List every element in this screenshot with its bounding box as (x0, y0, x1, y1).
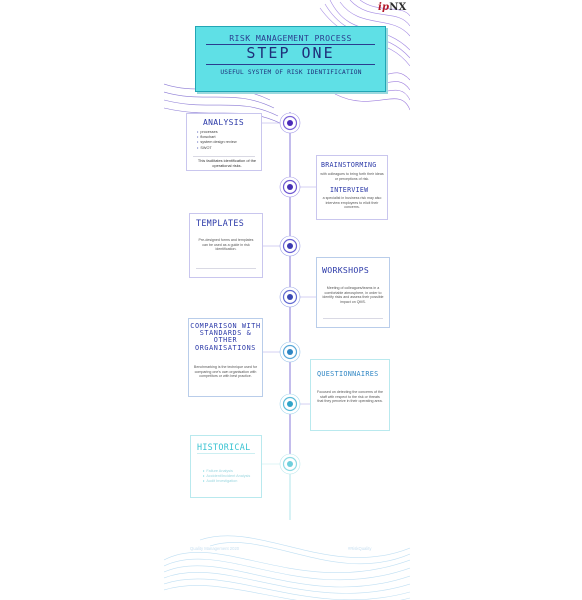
timeline-node (279, 112, 301, 134)
workshops-title: WORKSHOPS (322, 265, 370, 275)
logo-suffix: NX (389, 2, 407, 13)
logo-prefix: ip (378, 2, 390, 13)
list-item: processes (197, 130, 237, 135)
timeline-node (279, 341, 301, 363)
header-subtitle: USEFUL SYSTEM OF RISK IDENTIFICATION (220, 69, 362, 76)
templates-text: Pre-designed forms and templates can be … (198, 238, 254, 252)
list-item: flowchart (197, 135, 237, 140)
questionnaires-title: QUESTIONNAIRES (317, 370, 379, 378)
header-rule (206, 64, 375, 65)
divider (197, 453, 255, 454)
analysis-title: ANALYSIS (203, 118, 244, 127)
timeline-node (279, 235, 301, 257)
list-item: Failure Analysis (203, 469, 250, 474)
analysis-card: ANALYSIS processes flowchart system desi… (186, 113, 262, 171)
header-title: RISK MANAGEMENT PROCESS (229, 33, 352, 43)
header-rule (206, 44, 375, 45)
comparison-card: COMPARISON WITH STANDARDS & OTHER ORGANI… (188, 318, 263, 397)
brainstorming-title: BRAINSTORMING (321, 161, 377, 169)
header-step: STEP ONE (246, 44, 335, 62)
divider (193, 156, 255, 157)
interview-text: a specialist in business risk may also i… (322, 196, 382, 210)
timeline-node (279, 286, 301, 308)
list-item: system design review (197, 140, 236, 145)
header-banner: RISK MANAGEMENT PROCESS STEP ONE USEFUL … (195, 26, 386, 92)
workshops-card: WORKSHOPS Meeting of colleagues/teams in… (316, 257, 390, 328)
footer-right: #RiskQuality (348, 546, 372, 551)
comparison-text: Benchmarking is the technique used for c… (193, 365, 258, 379)
divider (196, 268, 256, 269)
templates-card: TEMPLATES Pre-designed forms and templat… (189, 213, 263, 278)
timeline-node (279, 393, 301, 415)
historical-title: HISTORICAL (197, 442, 251, 452)
analysis-list: processes flowchart system design review… (197, 130, 237, 151)
brand-logo: ipNX (378, 2, 407, 13)
brainstorming-text: with colleagues to bring forth their ide… (320, 172, 384, 181)
brainstorming-card: BRAINSTORMING with colleagues to bring f… (316, 155, 388, 220)
timeline-node (279, 176, 301, 198)
workshops-text: Meeting of colleagues/teams in a comfort… (322, 286, 384, 304)
footer-left: Quality Management 2020 (190, 546, 240, 551)
timeline-node (279, 453, 301, 475)
list-item: SWOT (197, 146, 237, 151)
analysis-note: This facilitates identification of the o… (197, 158, 257, 168)
historical-list: Failure Analysis Accident/Incident Analy… (203, 469, 250, 485)
divider (323, 318, 383, 319)
historical-card: HISTORICAL Failure Analysis Accident/Inc… (190, 435, 262, 498)
list-item: Audit Investigation (203, 479, 250, 484)
comparison-title: COMPARISON WITH STANDARDS & OTHER ORGANI… (190, 322, 261, 352)
list-item: Accident/Incident Analysis (203, 474, 250, 479)
questionnaires-text: Focused on detecting the concerns of the… (317, 390, 383, 404)
interview-title: INTERVIEW (330, 186, 369, 194)
questionnaires-card: QUESTIONNAIRES Focused on detecting the … (310, 359, 390, 431)
templates-title: TEMPLATES (196, 218, 245, 228)
